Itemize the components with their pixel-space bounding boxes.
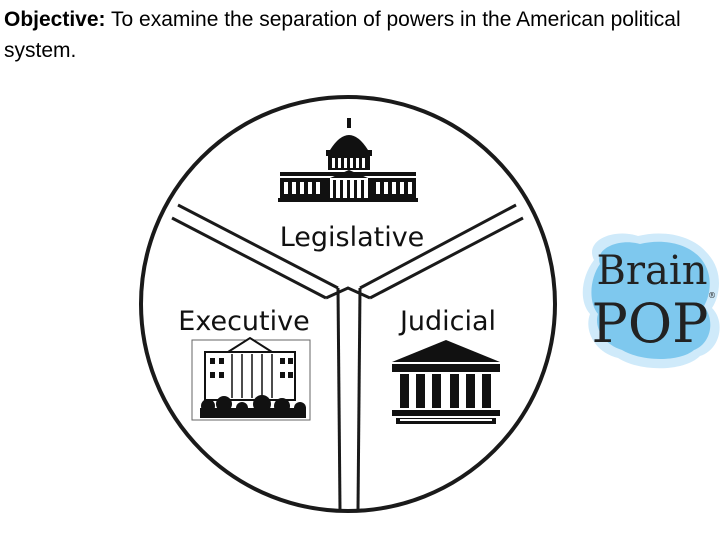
brainpop-logo-line2: POP: [592, 292, 709, 355]
segment-label-judicial: Judicial: [398, 306, 496, 337]
white-house-icon: [191, 336, 311, 421]
diagram-dividers: [171, 203, 524, 511]
brainpop-logo-icon: Brain POP ®: [582, 233, 720, 369]
diagram-outer-circle: [139, 95, 557, 513]
segment-label-legislative: Legislative: [280, 222, 425, 253]
brainpop-logo-line1: Brain: [597, 248, 708, 294]
objective-text: Objective: To examine the separation of …: [4, 4, 714, 66]
capitol-building-icon: [278, 118, 418, 202]
objective-label: Objective:: [4, 8, 106, 31]
courthouse-icon: [392, 340, 500, 424]
brainpop-logo-mark: ®: [708, 291, 716, 300]
objective-description: To examine the separation of powers in t…: [4, 8, 681, 62]
segment-label-executive: Executive: [178, 306, 309, 337]
